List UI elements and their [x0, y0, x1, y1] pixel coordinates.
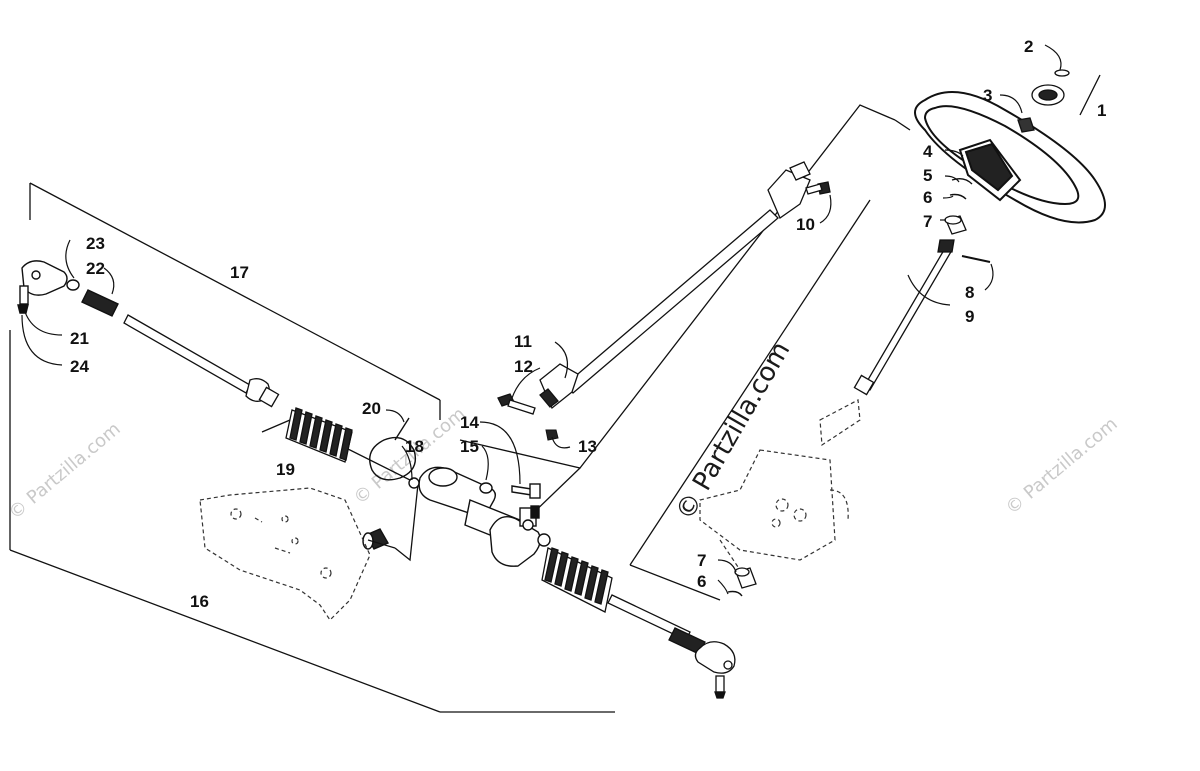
tie-rod-right: [607, 594, 736, 699]
callout-5: 5: [923, 166, 932, 185]
outline-9-bottom: [629, 564, 721, 601]
tie-rod-left: [123, 314, 280, 408]
frame-bracket-16: [199, 487, 371, 621]
outline-11: [459, 104, 896, 469]
callout-6: 6: [923, 188, 932, 207]
ring-6: [949, 193, 967, 200]
callout-14: 14: [460, 413, 479, 432]
outline-17-top: [29, 182, 441, 401]
callout-10: 10: [796, 215, 815, 234]
nut-3: [1017, 117, 1035, 133]
bolt-10: [805, 181, 831, 195]
ball-stud-24: [19, 285, 29, 305]
bolt-12: [497, 393, 536, 415]
bracket-1: [1079, 74, 1101, 116]
steering-wheel-4: [914, 91, 1106, 224]
ring-6-lower: [727, 590, 743, 597]
bushing-7: [944, 215, 967, 235]
watermark-main: © Partzilla.com: [670, 337, 796, 526]
bolt-14: [511, 483, 541, 499]
callout-7-lower: 7: [697, 551, 706, 570]
callout-8: 8: [965, 283, 974, 302]
callout-20: 20: [362, 399, 381, 418]
tie-rod-end-left: [17, 260, 119, 317]
steering-rack-housing: [418, 466, 551, 567]
tie-rod-end-23: [21, 260, 68, 296]
callout-1: 1: [1097, 101, 1106, 120]
u-joint-upper: [767, 169, 811, 219]
watermark-left: © Partzilla.com: [5, 418, 125, 523]
callout-9: 9: [965, 307, 974, 326]
bellows-boot-19: [285, 407, 353, 463]
ring-5: [951, 177, 973, 185]
washer-18: [408, 477, 420, 489]
steering-shaft-11: [539, 161, 811, 410]
nut-21: [17, 304, 29, 314]
washer-15: [479, 482, 493, 494]
bushing-7-lower: [734, 567, 757, 589]
callout-6-lower: 6: [697, 572, 706, 591]
outline-9-left: [629, 199, 871, 566]
callout-21: 21: [70, 329, 89, 348]
callout-labels: 1 2 3 4 5 6 7 8 9 10 11 12 13 14 15 16 1…: [70, 37, 1106, 611]
leader-lines: [21, 44, 1062, 595]
callout-19: 19: [276, 460, 295, 479]
pin-8: [961, 255, 991, 263]
clamp-20: [369, 436, 417, 481]
bushing: [362, 528, 389, 550]
callout-12: 12: [514, 357, 533, 376]
jam-nut-23: [66, 279, 80, 291]
bellows-boot-right: [541, 547, 613, 613]
cap-2: [1054, 69, 1070, 77]
cap-assembly-1: [1031, 69, 1070, 106]
group-outlines: [9, 74, 1101, 713]
outline-9-top: [894, 119, 911, 131]
callout-15: 15: [460, 437, 479, 456]
callout-18: 18: [405, 437, 424, 456]
nut-13: [545, 429, 559, 441]
callout-13: 13: [578, 437, 597, 456]
callout-23: 23: [86, 234, 105, 253]
callout-17: 17: [230, 263, 249, 282]
callout-3: 3: [983, 86, 992, 105]
callout-22: 22: [86, 259, 105, 278]
boot-22: [81, 289, 119, 317]
callout-11: 11: [514, 332, 532, 351]
watermark-right: © Partzilla.com: [1002, 413, 1122, 518]
column-support: [699, 399, 861, 571]
callout-2: 2: [1024, 37, 1033, 56]
callout-4: 4: [923, 142, 933, 161]
callout-16: 16: [190, 592, 209, 611]
callout-7: 7: [923, 212, 932, 231]
callout-24: 24: [70, 357, 89, 376]
steering-column-9: [853, 239, 955, 396]
outline-16-bottom: [9, 549, 441, 713]
